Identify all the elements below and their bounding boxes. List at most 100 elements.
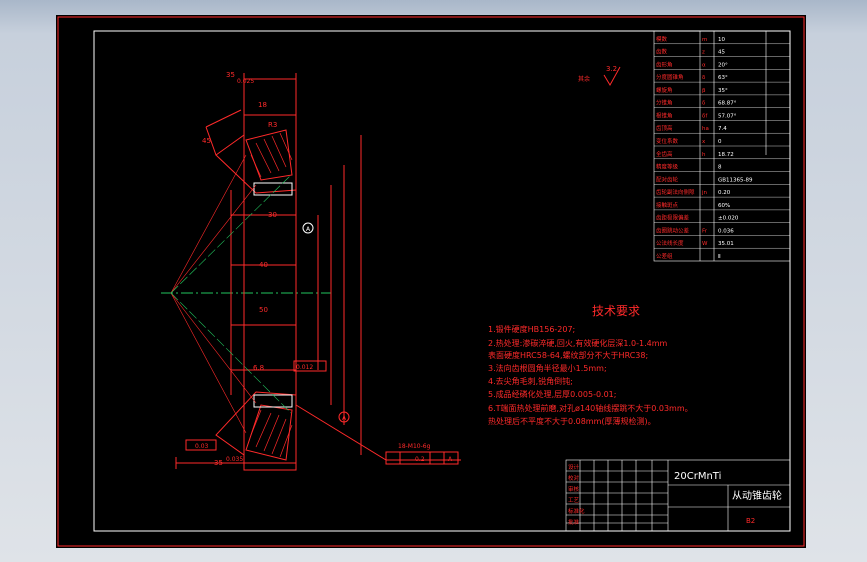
param-cell: x (702, 139, 706, 145)
roughness-label: 其余 (578, 75, 590, 83)
dim-chamfer: R3 (268, 121, 277, 129)
tech-requirements: 技术要求 1.锻件硬度HB156-207; 2.热处理:渗碳淬硬,回火,有效硬化… (488, 304, 693, 426)
gear-section (161, 73, 461, 471)
param-cell: δf (702, 113, 708, 119)
tech-item-6: 6.T端面热处理前磨,对孔ø140轴线摆跳不大于0.03mm。 (488, 403, 693, 413)
param-cell: 10 (718, 37, 725, 43)
scale-hint: B2 (746, 517, 755, 525)
param-cell: Ⅱ (718, 254, 721, 260)
param-cell: 精度等级 (656, 163, 679, 171)
dim-flatness: 0.012 (296, 364, 313, 371)
param-cell: 齿数 (656, 48, 668, 56)
param-cell: α (702, 62, 706, 68)
param-cell: 63° (718, 75, 728, 81)
dim-top-width: 35 (226, 71, 235, 79)
datum-circle-label: A (306, 226, 311, 233)
param-cell: 0.20 (718, 190, 731, 196)
roughness-value: 3.2 (606, 65, 617, 73)
param-cell: 配对齿轮 (656, 175, 679, 183)
param-cell: h (702, 152, 706, 158)
dim-angle-18: 18 (258, 101, 267, 109)
dim-6-8: 6.8 (253, 364, 264, 372)
inner-border (93, 30, 791, 532)
param-cell: 公差组 (656, 252, 673, 260)
dim-30: 30 (268, 211, 277, 219)
datum-circle-label-2: A (342, 415, 347, 422)
param-cell: 57.07° (718, 113, 737, 119)
param-cell: 分锥角 (656, 99, 673, 107)
param-cell: 8 (718, 165, 722, 171)
param-cell: 0.036 (718, 228, 734, 234)
param-cell: 齿轮副法向侧隙 (656, 188, 695, 196)
dim-thread: 18-M10-6g (398, 443, 431, 450)
param-cell: 分度圆锥角 (656, 73, 684, 81)
param-cell: 45 (718, 50, 725, 56)
title-block-text: 20CrMnTi 从动锥齿轮 B2 (674, 471, 782, 525)
dim-50: 50 (259, 306, 268, 314)
dim-runout: 0.03 (195, 443, 209, 450)
roughness-note: 其余 3.2 (578, 65, 621, 86)
param-cell: 35° (718, 88, 728, 94)
param-cell: 公法线长度 (656, 239, 684, 247)
dim-top-tol: 0.025 (237, 78, 254, 85)
param-cell: 全齿高 (656, 150, 673, 158)
title-grid-label: 设计 (568, 463, 580, 471)
dim-angle-45: 45 (202, 137, 211, 145)
param-cell: ±0.020 (718, 216, 739, 222)
dim-40: 40 (259, 261, 268, 269)
param-cell: 齿顶高 (656, 124, 673, 132)
param-cell: δ (702, 101, 706, 107)
param-cell: Fr (702, 228, 708, 234)
param-cell: δ (702, 75, 706, 81)
drawing-svg: 35 0.025 18 45 R3 30 40 50 6.8 0.012 0.0… (57, 16, 805, 547)
param-cell: 0 (718, 139, 722, 145)
drawing-canvas[interactable]: 35 0.025 18 45 R3 30 40 50 6.8 0.012 0.0… (56, 15, 806, 548)
param-cell: 18.72 (718, 152, 734, 158)
tech-item-2b: 表面硬度HRC58-64,螺纹部分不大于HRC38; (488, 350, 648, 360)
title-grid-label: 标准化 (568, 507, 585, 515)
title-grid-label: 批准 (568, 518, 580, 526)
param-cell: m (702, 37, 707, 43)
param-cell: 接触斑点 (656, 201, 679, 209)
title-block (565, 459, 791, 532)
param-cell: 68.87° (718, 101, 737, 107)
title-grid-label: 校对 (568, 474, 580, 482)
tech-item-3: 3.法向齿根圆角半径最小1.5mm; (488, 363, 607, 373)
param-cell: 35.01 (718, 241, 734, 247)
param-cell: 根锥角 (656, 111, 673, 119)
param-cell: 60% (718, 203, 730, 209)
tech-item-6b: 热处理后不平度不大于0.08mm(厚薄规检测)。 (488, 416, 656, 426)
parameter-rows: 模数 m 10 齿数 z 45 齿形角 α 20° 分度圆锥角 δ 63° 螺旋角 β 35° 分锥角 δ 68.… (654, 35, 790, 260)
param-cell: 螺旋角 (656, 86, 673, 94)
material-label: 20CrMnTi (674, 471, 721, 482)
tech-item-5: 5.成品经磷化处理,层厚0.005-0.01; (488, 389, 616, 399)
outer-frame (57, 16, 805, 547)
param-cell: z (702, 50, 705, 56)
param-cell: GB11365-89 (718, 177, 753, 183)
param-cell: 20° (718, 62, 728, 68)
param-cell: jn (701, 190, 708, 196)
title-grid-label: 审核 (568, 485, 580, 493)
param-cell: 齿距极限偏差 (656, 214, 690, 222)
param-cell: 7.4 (718, 126, 727, 132)
dim-bottom-tol: 0.035 (226, 456, 243, 463)
title-grid-label: 工艺 (568, 497, 580, 504)
tech-item-1: 1.锻件硬度HB156-207; (488, 324, 575, 334)
param-cell: ha (702, 126, 709, 132)
param-cell: 模数 (656, 35, 668, 43)
param-cell: 齿圈跳动公差 (656, 226, 690, 234)
dim-pos-tol: 0.2 (415, 456, 425, 463)
param-cell: 变位系数 (656, 137, 679, 145)
tech-heading: 技术要求 (592, 304, 640, 318)
param-cell: β (702, 88, 706, 94)
tech-item-4: 4.去尖角毛刺,锐角倒钝; (488, 376, 573, 386)
part-name: 从动锥齿轮 (732, 489, 782, 502)
param-cell: W (702, 241, 708, 247)
dim-bottom-width: 35 (214, 459, 223, 467)
dimension-labels: 35 0.025 18 45 R3 30 40 50 6.8 0.012 0.0… (195, 71, 453, 467)
tech-item-2: 2.热处理:渗碳淬硬,回火,有效硬化层深1.0-1.4mm (488, 338, 668, 348)
dim-datum-a: A (448, 456, 453, 463)
param-cell: 齿形角 (656, 60, 673, 68)
